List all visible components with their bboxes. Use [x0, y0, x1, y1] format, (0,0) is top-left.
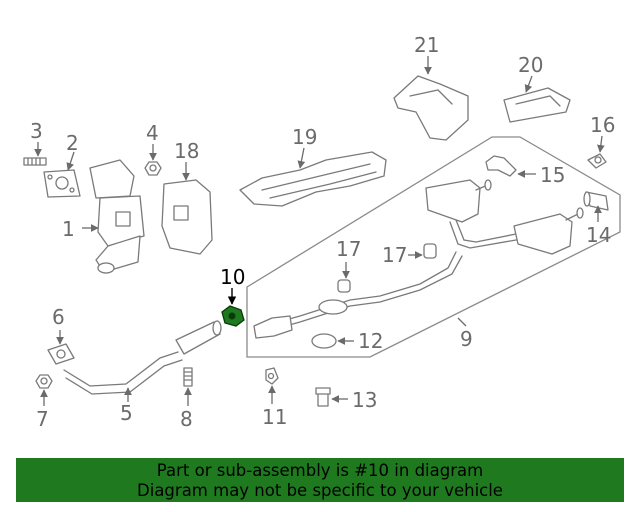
- callout-5: 5: [120, 401, 133, 425]
- callout-15: 15: [540, 163, 565, 187]
- leader-arrows: [34, 56, 605, 406]
- notice-line-2: Diagram may not be specific to your vehi…: [137, 481, 503, 500]
- part-6-gasket: [47, 343, 75, 365]
- callout-6: 6: [52, 305, 65, 329]
- part-15-bracket: [485, 155, 517, 177]
- part-17-hanger-upper: [337, 279, 351, 293]
- part-11-hanger: [265, 367, 279, 385]
- part-16-bolt: [587, 153, 607, 169]
- part-12-gasket: [311, 333, 337, 349]
- callout-2: 2: [66, 131, 79, 155]
- callout-20: 20: [518, 53, 543, 77]
- part-9-exhaust-assembly: [253, 179, 584, 339]
- callout-17-upper: 17: [336, 237, 361, 261]
- callout-12: 12: [358, 329, 383, 353]
- callout-19: 19: [292, 125, 317, 149]
- part-7-nut: [35, 374, 53, 389]
- part-5-front-pipe: [63, 320, 222, 395]
- callout-8: 8: [180, 407, 193, 431]
- callout-18: 18: [174, 139, 199, 163]
- callout-4: 4: [146, 121, 159, 145]
- part-1-catalytic-converter: [89, 159, 145, 274]
- callout-16: 16: [590, 113, 615, 137]
- part-18-heat-shield: [161, 179, 213, 255]
- part-13-bolt: [315, 387, 331, 407]
- part-10-highlighted: [221, 305, 245, 327]
- part-2-gasket: [43, 169, 81, 198]
- callout-11: 11: [262, 405, 287, 429]
- callout-3: 3: [30, 119, 43, 143]
- callout-7: 7: [36, 407, 49, 431]
- part-21-heat-shield: [393, 75, 469, 141]
- callout-9: 9: [460, 327, 473, 351]
- notice-line-1: Part or sub-assembly is #10 in diagram: [156, 461, 484, 480]
- callout-10: 10: [220, 265, 245, 289]
- callout-14: 14: [586, 223, 611, 247]
- callout-17-right: 17: [382, 243, 407, 267]
- part-4-nut: [144, 161, 162, 176]
- part-14-pipe-tip: [583, 191, 609, 211]
- notice-banner: Part or sub-assembly is #10 in diagram D…: [16, 458, 624, 502]
- part-17-hanger-right: [423, 243, 437, 259]
- callout-1: 1: [62, 217, 75, 241]
- part-20-heat-shield: [503, 87, 571, 123]
- part-3-stud: [23, 157, 47, 166]
- part-8-bolt: [183, 367, 193, 387]
- callout-13: 13: [352, 388, 377, 412]
- part-19-heat-shield: [239, 151, 387, 207]
- callout-21: 21: [414, 33, 439, 57]
